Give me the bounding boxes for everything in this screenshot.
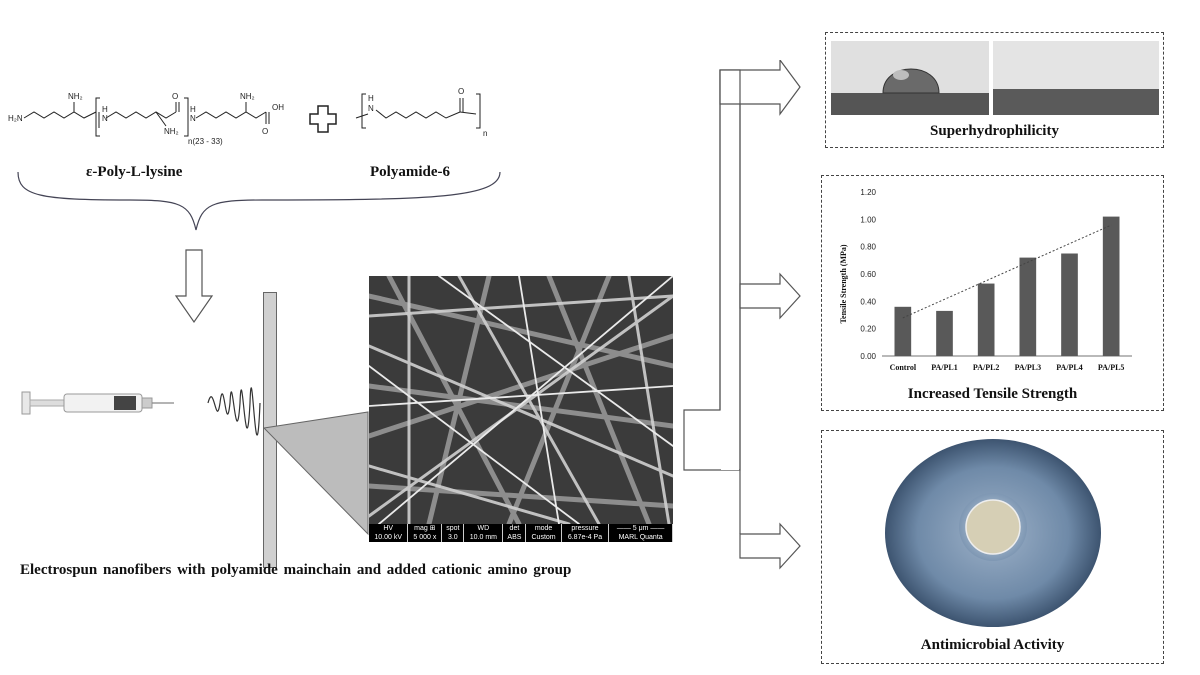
bar-pa-pl3 [1019, 257, 1037, 356]
superhydrophilicity-panel: Superhydrophilicity [825, 32, 1164, 148]
y-tick-label: 0.40 [860, 297, 876, 306]
repeat-count: n [483, 129, 487, 138]
chem-label: H₂N [8, 114, 23, 123]
syringe-icon [21, 391, 174, 415]
chemical-structures: H₂N NH₂ H N O NH₂ H N NH₂ OH O n(23 - 33… [8, 87, 487, 146]
sem-value: Custom [525, 533, 562, 542]
chem-label: H [190, 105, 196, 114]
process-caption: Electrospun nanofibers with polyamide ma… [20, 562, 572, 578]
y-tick-label: 0.00 [860, 352, 876, 361]
sem-value: 6.87e-4 Pa [561, 533, 610, 542]
sem-header: pressure [561, 524, 610, 533]
chem-label: NH₂ [164, 127, 179, 136]
zoom-callout [262, 411, 369, 536]
sem-databar: HV mag ⊞ spot WD det mode pressure —— 5 … [369, 524, 673, 542]
petri-dish-image [885, 439, 1101, 627]
sem-value: ABS [502, 533, 527, 542]
chem-label: N [102, 114, 108, 123]
x-tick-label: Control [890, 363, 917, 372]
chem-label: O [172, 92, 178, 101]
bar-pa-pl5 [1102, 216, 1120, 356]
jet-waveform-icon [207, 387, 261, 436]
polyamide-name: Polyamide-6 [370, 164, 450, 180]
y-axis-label: Tensile Strength (MPa) [839, 244, 848, 323]
x-tick-label: PA/PL2 [973, 363, 1000, 372]
bar-control [894, 306, 912, 356]
bar-pa-pl1 [936, 310, 953, 356]
chem-label: NH₂ [68, 92, 83, 101]
nanofiber-disc [965, 499, 1021, 555]
x-tick-label: PA/PL3 [1015, 363, 1042, 372]
chem-label: O [262, 127, 268, 136]
sem-value: 3.0 [441, 533, 465, 542]
sem-value: 10.00 kV [369, 533, 409, 542]
chem-label: H [102, 105, 108, 114]
branch-arrows [683, 60, 801, 570]
sem-image: HV mag ⊞ spot WD det mode pressure —— 5 … [369, 276, 673, 542]
tensile-panel: Tensile Strength (MPa) 0.00 0.20 0.40 0.60 0… [821, 175, 1164, 411]
curly-brace [17, 171, 501, 231]
sem-scalebar: —— 5 μm —— [608, 524, 673, 533]
y-tick-label: 0.20 [860, 325, 876, 334]
sem-value: 10.0 mm [463, 533, 504, 542]
sem-header: WD [463, 524, 504, 533]
sem-value: 5 000 x [407, 533, 443, 542]
bar-pa-pl4 [1061, 253, 1078, 356]
chem-label: OH [272, 103, 284, 112]
chem-label: N [190, 114, 196, 123]
repeat-count: n(23 - 33) [188, 137, 223, 146]
sem-header: mode [525, 524, 562, 533]
nanofiber-texture [369, 276, 673, 527]
panel-caption: Superhydrophilicity [930, 123, 1059, 139]
bar-pa-pl2 [977, 283, 995, 356]
y-tick-label: 1.20 [860, 188, 876, 197]
tensile-chart: Tensile Strength (MPa) 0.00 0.20 0.40 0.60 0… [839, 188, 1132, 372]
panel-caption: Antimicrobial Activity [920, 637, 1065, 653]
sem-header: HV [369, 524, 409, 533]
chem-label: NH₂ [240, 92, 255, 101]
chem-label: O [458, 87, 464, 96]
x-tick-label: PA/PL1 [931, 363, 958, 372]
sem-header: mag ⊞ [407, 524, 443, 533]
y-tick-label: 1.00 [860, 215, 876, 224]
trendline [902, 224, 1112, 319]
sem-header: det [502, 524, 527, 533]
contact-angle-images [831, 41, 1159, 115]
sem-header: spot [441, 524, 465, 533]
electrospinning-setup [21, 387, 261, 436]
down-arrow-icon [174, 249, 214, 324]
y-tick-label: 0.60 [860, 270, 876, 279]
polylysine-name: ε-Poly-L-lysine [86, 164, 183, 180]
antimicrobial-panel: Antimicrobial Activity [821, 430, 1164, 664]
chem-label: N [368, 104, 374, 113]
y-tick-label: 0.80 [860, 243, 876, 252]
x-tick-label: PA/PL4 [1056, 363, 1083, 372]
chem-label: H [368, 94, 374, 103]
x-tick-label: PA/PL5 [1098, 363, 1125, 372]
sem-value: MARL Quanta [608, 533, 673, 542]
panel-caption: Increased Tensile Strength [907, 386, 1078, 402]
